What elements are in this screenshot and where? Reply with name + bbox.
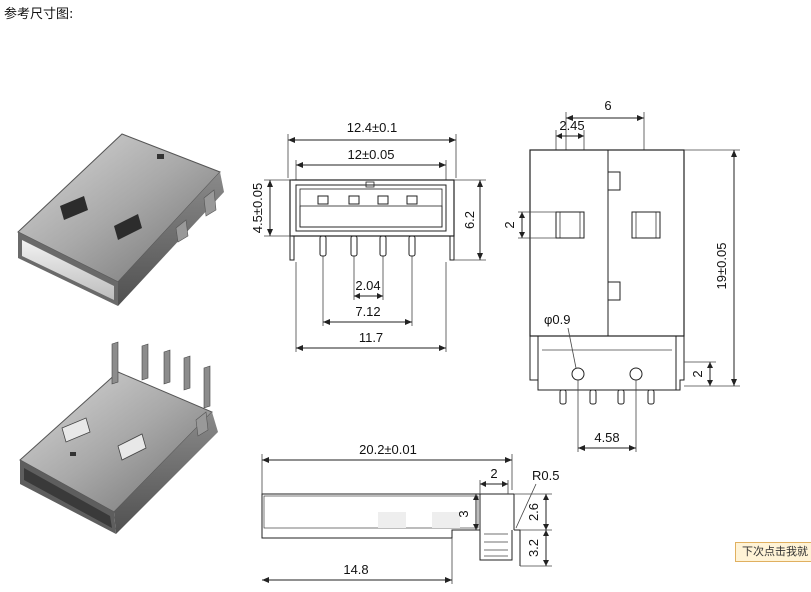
top-view: 6 2.45 2 [502, 98, 740, 452]
dim-hole-pitch: 4.58 [594, 430, 619, 445]
dim-pin-span-outer: 11.7 [359, 330, 383, 345]
dim-side-radius: R0.5 [532, 468, 559, 483]
dim-pin-span-inner: 7.12 [355, 304, 380, 319]
dim-side-length: 20.2±0.01 [359, 442, 417, 457]
dim-top-width: 6 [604, 98, 611, 113]
dim-pin-pitch: 2.04 [355, 278, 380, 293]
dim-side-base: 14.8 [343, 562, 368, 577]
dim-height-left: 4.5±0.05 [250, 183, 265, 234]
next-click-badge[interactable]: 下次点击我就 [735, 542, 811, 562]
dim-side-height: 3 [456, 510, 471, 517]
dim-side-lower: 3.2 [526, 539, 541, 557]
side-view: 20.2±0.01 2 R0.5 3 2 [261, 442, 559, 584]
connector-photo-pins [19, 341, 218, 534]
dim-side-step: 2 [490, 466, 497, 481]
front-view: 12.4±0.1 12±0.05 [250, 120, 486, 352]
dim-side-upper: 2.6 [526, 503, 541, 521]
dim-slot-height: 2 [502, 221, 517, 228]
dim-height-right: 6.2 [462, 211, 477, 229]
dim-inner-width: 12±0.05 [348, 147, 395, 162]
connector-photo-top [17, 133, 224, 306]
dim-top-slot: 2.45 [559, 118, 584, 133]
dim-hole-dia: φ0.9 [544, 312, 571, 327]
dim-total-length: 19±0.05 [714, 243, 729, 290]
dim-bottom-offset: 2 [690, 370, 705, 377]
page-title: 参考尺寸图: [4, 7, 74, 22]
dim-overall-width: 12.4±0.1 [347, 120, 398, 135]
